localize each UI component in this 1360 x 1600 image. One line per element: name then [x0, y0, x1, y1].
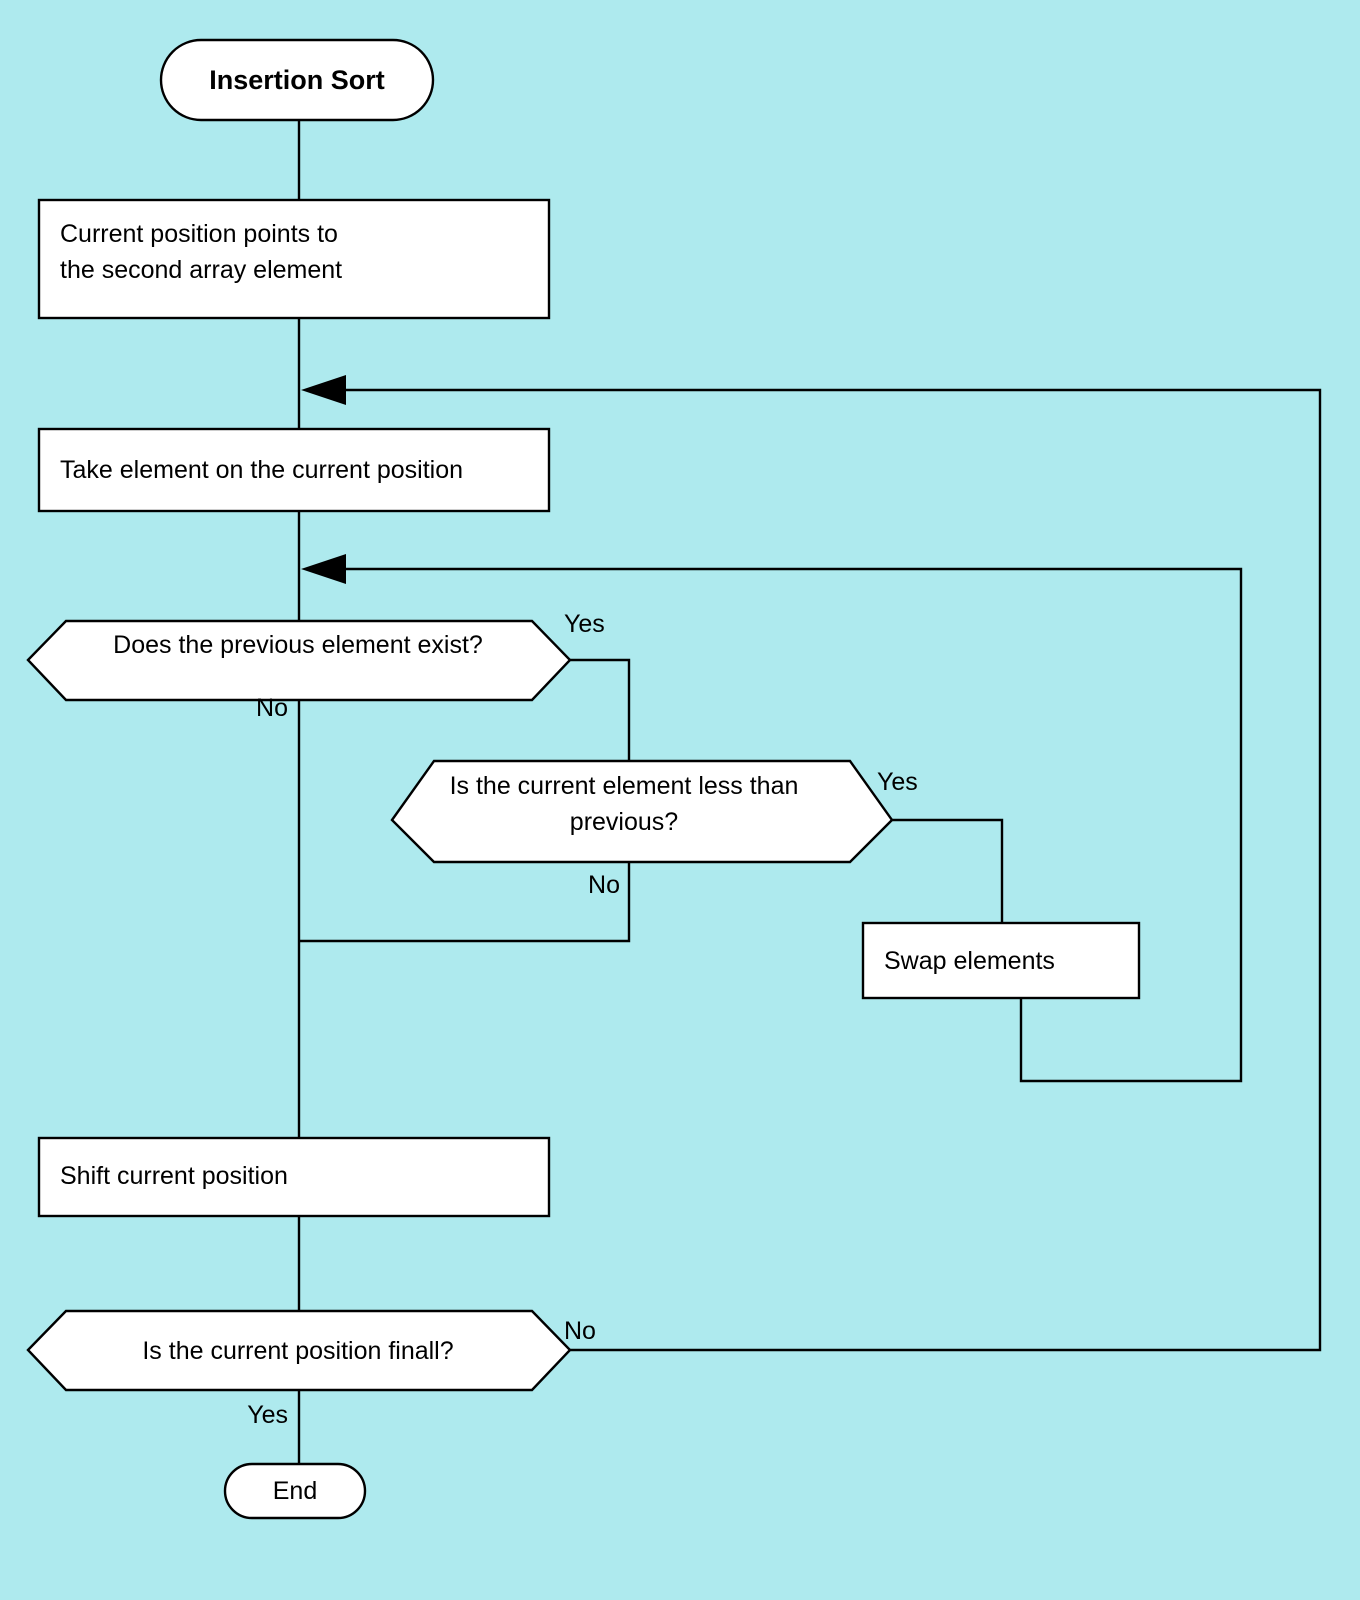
start-node-shape [159, 38, 435, 122]
arrowhead-loopback-decision-prev [301, 554, 346, 584]
decision-less-than-label-line1: Is the current element less than [450, 772, 799, 800]
arrowhead-loopback-take [301, 375, 346, 405]
node-take-element[interactable]: Take element on the current position [37, 427, 551, 513]
shift-node-label: Shift current position [60, 1162, 288, 1190]
swap-node-shape [861, 921, 1141, 1000]
edge-label-less-than-yes: Yes [877, 768, 918, 796]
edge-label-final-yes: Yes [247, 1401, 288, 1429]
edge-less-yes-to-swap [892, 818, 1004, 923]
shift-node-shape [37, 1136, 551, 1218]
edge-label-less-than-no: No [588, 871, 620, 899]
edge-less-no-to-spine [299, 862, 631, 943]
decision-previous-exists-shape [26, 619, 572, 702]
node-decision-position-final[interactable]: Is the current position finall? [26, 1309, 572, 1392]
node-decision-previous-exists[interactable]: Does the previous element exist? [26, 619, 572, 702]
init-node-label-line2: the second array element [60, 256, 342, 284]
take-node-label: Take element on the current position [60, 456, 463, 484]
node-decision-less-than-previous[interactable]: Is the current element less than previou… [390, 759, 894, 864]
node-end[interactable]: End [223, 1462, 367, 1520]
decision-position-final-label: Is the current position finall? [142, 1337, 453, 1365]
swap-node-label: Swap elements [884, 947, 1055, 975]
edge-prev-yes-to-decision-less [570, 658, 631, 761]
decision-less-than-shape [390, 759, 894, 864]
decision-less-than-label-line2: previous? [570, 808, 678, 836]
node-init[interactable]: Current position points to the second ar… [37, 198, 551, 320]
end-node-label: End [273, 1477, 317, 1505]
init-node-shape [37, 198, 551, 320]
node-shift-position[interactable]: Shift current position [37, 1136, 551, 1218]
decision-position-final-shape [26, 1309, 572, 1392]
edge-label-previous-exists-no: No [256, 694, 288, 722]
edge-final-no-loopback [312, 388, 1322, 1352]
node-swap-elements[interactable]: Swap elements [861, 921, 1141, 1000]
edge-label-previous-exists-yes: Yes [564, 610, 605, 638]
init-node-label-line1: Current position points to [60, 220, 338, 248]
end-node-shape [223, 1462, 367, 1520]
edge-swap-loopback [312, 567, 1243, 1083]
decision-previous-exists-label: Does the previous element exist? [113, 631, 483, 659]
node-start[interactable]: Insertion Sort [159, 38, 435, 122]
edge-label-final-no: No [564, 1317, 596, 1345]
start-node-label: Insertion Sort [209, 65, 385, 95]
take-node-shape [37, 427, 551, 513]
